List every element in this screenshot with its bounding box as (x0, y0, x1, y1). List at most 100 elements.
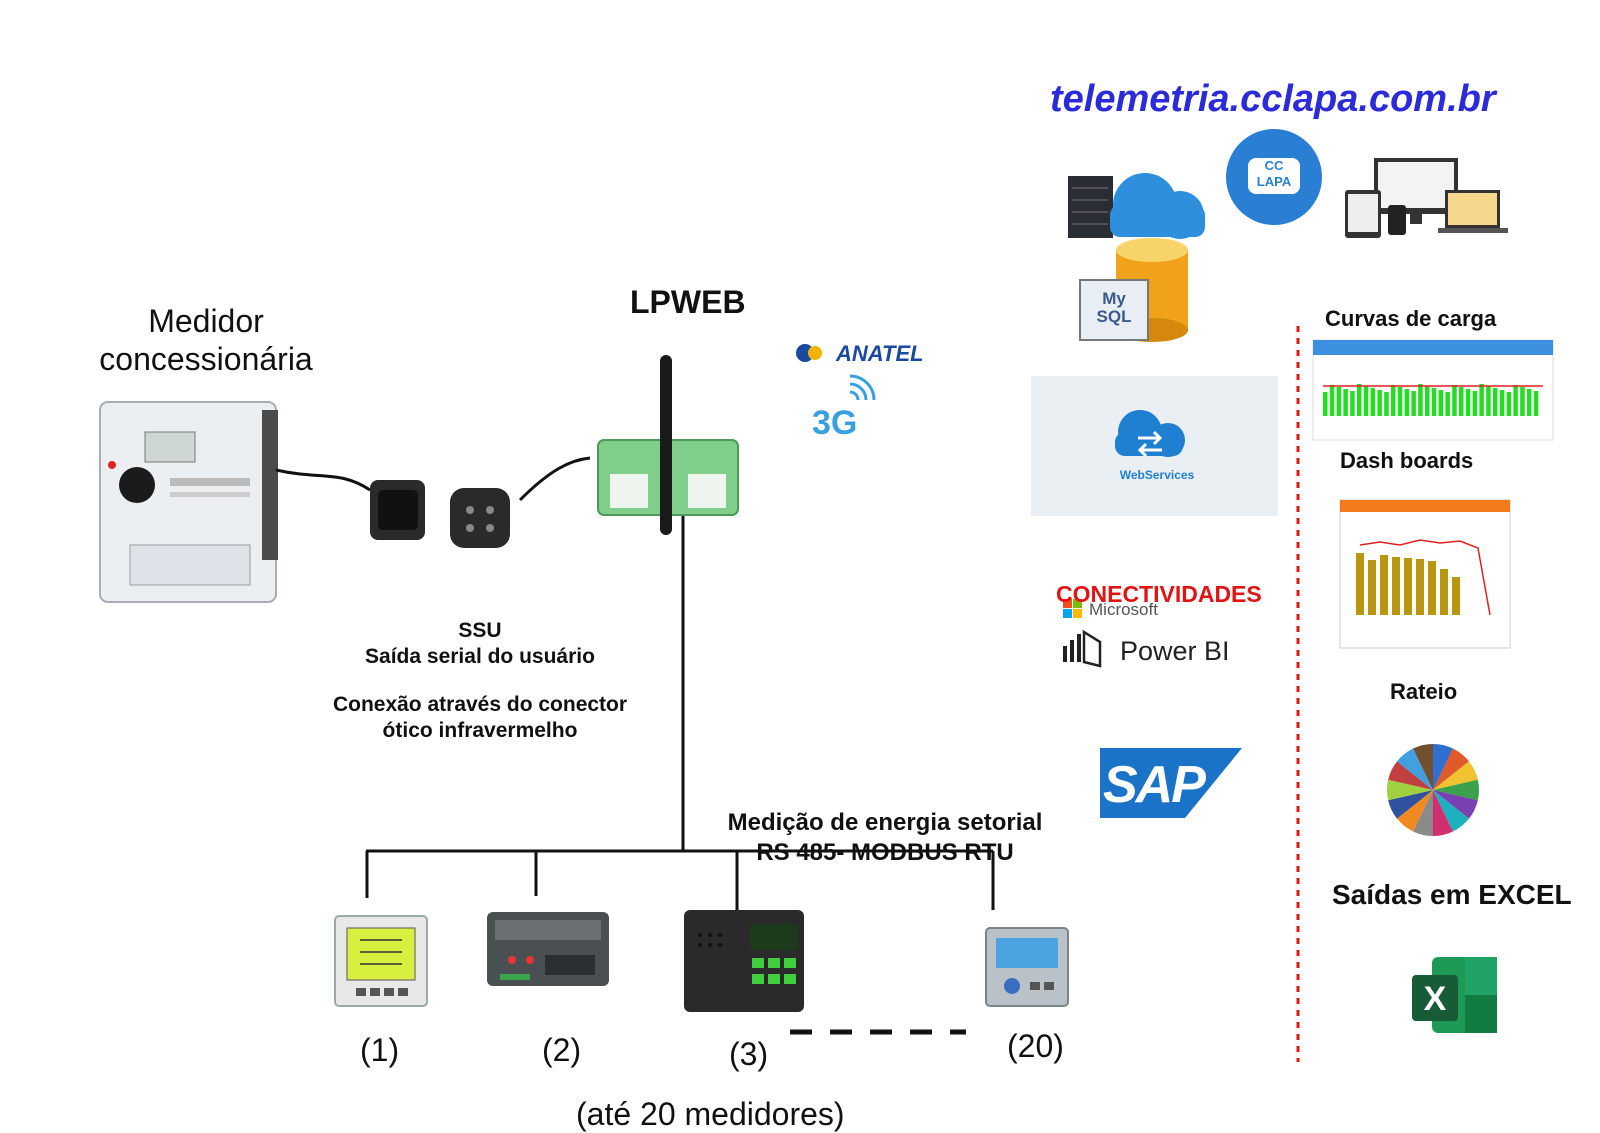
load-curve-bar (1438, 390, 1444, 416)
multi-device-icon (1345, 158, 1508, 238)
pie-slice (1433, 744, 1453, 790)
pie-slice (1433, 761, 1478, 790)
load-curve-bar (1527, 389, 1532, 416)
apportion-pie-image (1387, 744, 1479, 836)
pie-slice (1413, 744, 1433, 790)
load-curve-bar (1384, 392, 1389, 416)
excel-outputs-title: Saídas em EXCEL (1332, 879, 1572, 910)
bus-title-line2: RS 485- MODBUS RTU (756, 839, 1014, 866)
load-curve-bar (1404, 389, 1410, 416)
load-curve-bar (1533, 391, 1539, 416)
lpweb-title: LPWEB (630, 284, 746, 320)
load-curve-bar (1499, 390, 1505, 416)
anatel-label: ANATEL (836, 341, 924, 366)
connection-line1: Conexão através do conector (332, 693, 628, 716)
load-curve-bar (1479, 384, 1484, 416)
meter-1-label: (1) (360, 1032, 400, 1068)
load-curves-title: Curvas de carga (1325, 306, 1497, 331)
load-curve-bar (1343, 389, 1348, 416)
cclapa-badge-text: CC LAPA (1248, 158, 1300, 190)
ssu-caption: SSU Saída serial do usuário (330, 618, 630, 670)
ssu-cable-image (275, 456, 591, 548)
load-curve-bar (1459, 387, 1464, 416)
utility-meter-title: Medidor concessionária (80, 302, 332, 378)
load-curve-bar (1391, 385, 1396, 416)
cclapa-badge-line2: LAPA (1256, 174, 1292, 189)
site-url[interactable]: telemetria.cclapa.com.br (1050, 78, 1496, 120)
meter-1-image (334, 915, 428, 1007)
load-curve-bar (1363, 386, 1369, 416)
dashboards-title: Dash boards (1340, 448, 1474, 473)
pie-slice (1433, 748, 1469, 790)
meter-20-label: (20) (1007, 1028, 1064, 1064)
load-curve-bar (1472, 391, 1478, 416)
powerbi-icon (1063, 629, 1102, 668)
load-curve-bar (1357, 384, 1362, 416)
load-curve-bar (1418, 384, 1423, 416)
load-curve-bar (1520, 387, 1525, 416)
dashboard-bar (1416, 559, 1424, 615)
utility-meter-image (99, 401, 278, 603)
exchange-arrows-icon (1137, 430, 1163, 458)
connection-line2: ótico infravermelho (382, 719, 578, 742)
lpweb-device-image (597, 355, 739, 535)
excel-icon (1412, 957, 1497, 1033)
load-curve-bar (1350, 391, 1355, 416)
mysql-line2: SQL (1096, 307, 1132, 326)
connectivity-title: CONECTIVIDADES (1056, 581, 1262, 607)
pie-slice (1433, 790, 1478, 819)
pie-slice (1388, 790, 1433, 819)
sap-logo (1100, 748, 1242, 818)
pie-slice (1433, 790, 1453, 836)
wifi-waves-icon (849, 374, 876, 401)
mysql-line1: My (1102, 289, 1126, 308)
meter-2-label: (2) (542, 1032, 582, 1068)
pie-slice (1397, 790, 1433, 832)
load-curve-bar (1452, 385, 1457, 416)
anatel-logo (796, 344, 822, 362)
server-rack-icon (1068, 176, 1113, 238)
pie-slice (1413, 790, 1433, 836)
pie-slice (1433, 779, 1479, 801)
load-curve-bar (1329, 385, 1335, 416)
load-curve-bar (1411, 391, 1416, 416)
load-curve-bar (1513, 385, 1518, 416)
meter-20-image (985, 927, 1069, 1007)
pie-slice (1388, 761, 1433, 790)
bus-title: Medição de energia setorial RS 485- MODB… (705, 808, 1065, 868)
microsoft-label: Microsoft (1089, 600, 1158, 619)
load-curve-bar (1397, 387, 1403, 416)
dashboard-bar (1380, 555, 1388, 615)
network-3g-label: 3G (812, 404, 858, 442)
load-curve-bar (1465, 389, 1471, 416)
load-curve-bar (1377, 390, 1382, 416)
meter-3-label: (3) (729, 1036, 769, 1072)
meter-title-line2: concessionária (99, 341, 313, 377)
meter-title-line1: Medidor (148, 303, 264, 339)
dashboard-bar (1440, 569, 1448, 615)
cclapa-badge-icon (1226, 129, 1322, 225)
dashboard-bar (1368, 560, 1376, 615)
ssu-title: SSU (458, 619, 502, 642)
meter-2-image (487, 912, 609, 986)
load-curve-bar (1323, 392, 1328, 416)
cclapa-badge-line1: CC (1264, 158, 1284, 173)
dashboard-bar (1392, 557, 1400, 615)
load-curve-bar (1445, 392, 1450, 416)
mysql-database-icon (1079, 238, 1188, 342)
load-curve-bar (1493, 388, 1498, 416)
dashboard-bar (1404, 558, 1412, 615)
pie-slice (1397, 748, 1433, 790)
webservices-label: WebServices (1119, 468, 1195, 482)
sap-label: SAP (1103, 756, 1206, 814)
max-meters-caption: (até 20 medidores) (576, 1096, 845, 1132)
load-curve-bar (1370, 388, 1376, 416)
meter-3-image (684, 910, 804, 1012)
load-curve-bar (1506, 392, 1512, 416)
dashboard-bar (1356, 553, 1364, 615)
load-curve-bar (1425, 386, 1430, 416)
dashboard-chart-image (1339, 499, 1511, 649)
webservices-cloud-icon (1115, 410, 1185, 457)
microsoft-logo (1063, 599, 1082, 618)
